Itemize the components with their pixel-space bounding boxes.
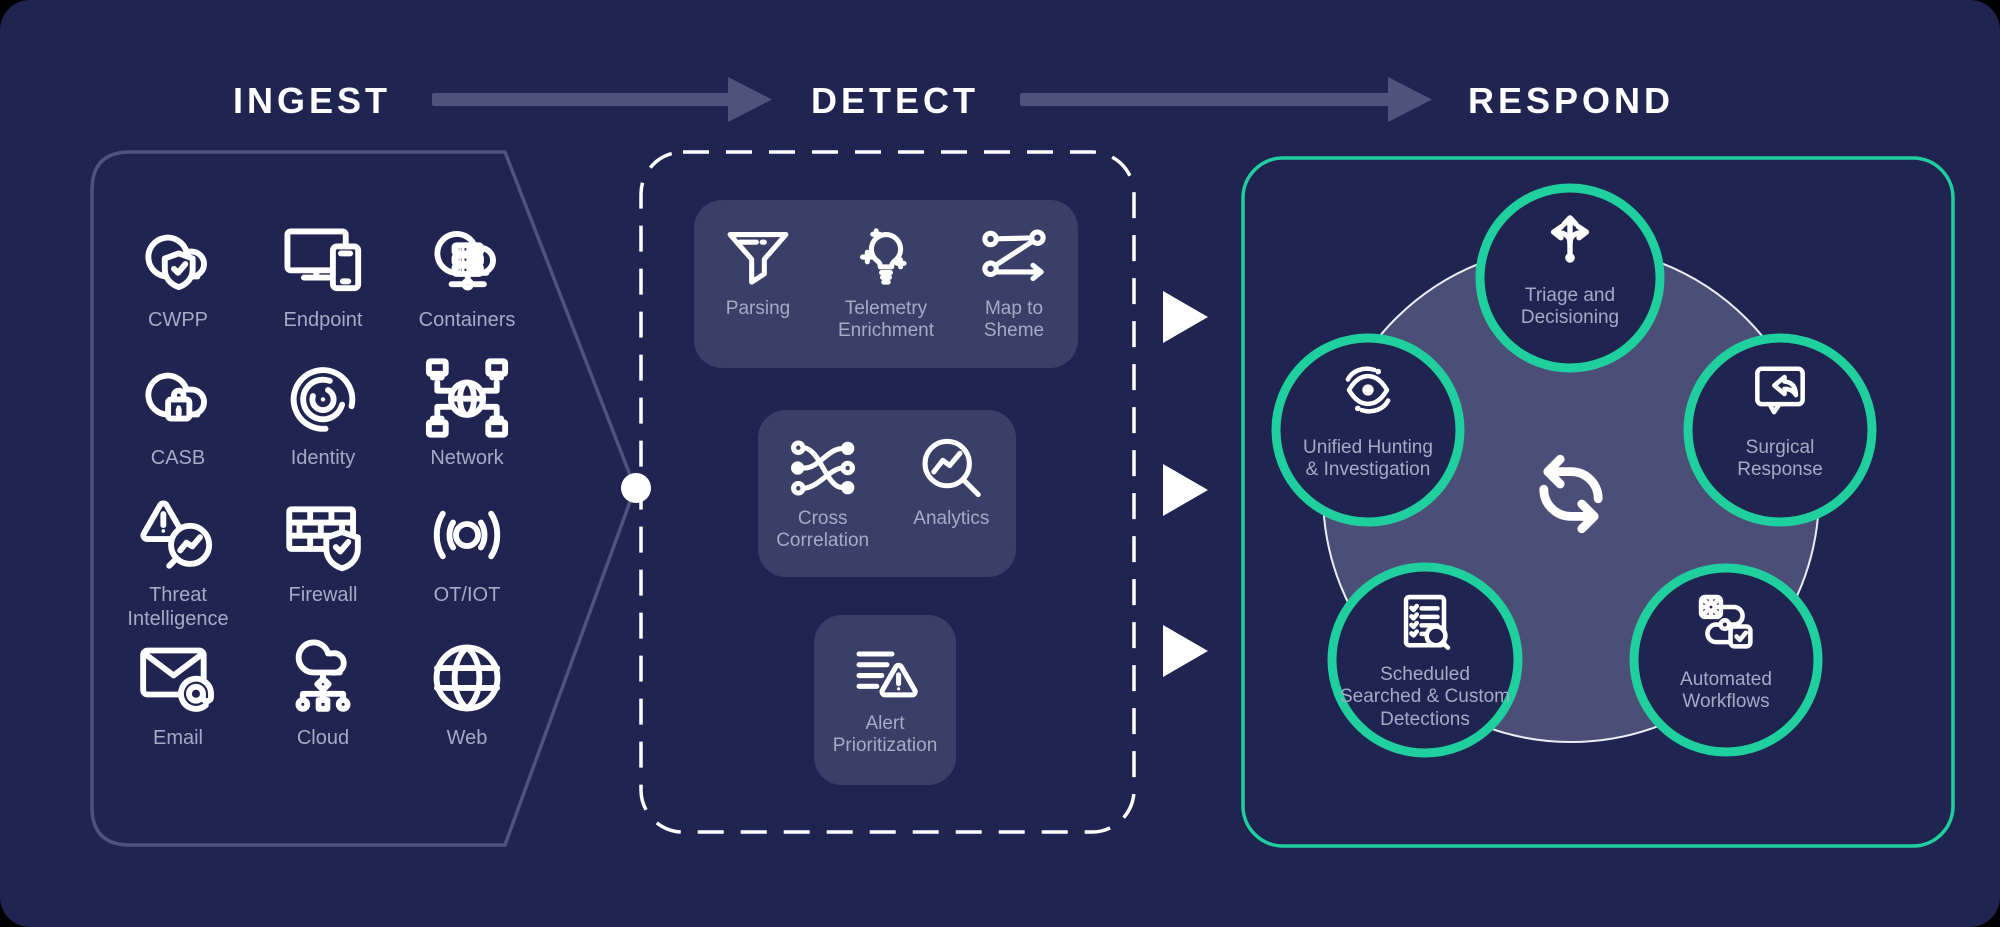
detect-item-cross-correlation: Cross Correlation: [759, 430, 887, 553]
respond-node-scheduled: Scheduled Searched & Custom Detections: [1333, 588, 1517, 731]
flow-connector-dot: [621, 473, 651, 503]
sync-icon: [1523, 446, 1619, 542]
detect-item-label: Parsing: [725, 298, 791, 319]
stage-title-respond: RESPOND: [1467, 80, 1675, 121]
lightbulb-sparkle-icon: [848, 220, 924, 296]
stage-title-ingest: INGEST: [232, 80, 392, 121]
ingest-item-label: OT/IOT: [433, 584, 501, 606]
flow-triangles: [1163, 291, 1208, 677]
respond-node-label: Triage and Decisioning: [1520, 285, 1620, 329]
ingest-to-detect-arrow: [432, 77, 772, 122]
ingest-item-label: CASB: [150, 447, 206, 469]
alert-magnifier-icon: [134, 491, 222, 579]
ingest-item-endpoint: Endpoint: [251, 216, 395, 333]
detect-item-label: Cross Correlation: [776, 508, 870, 552]
detect-item-alert-prioritization: Alert Prioritization: [821, 635, 949, 758]
map-scheme-icon: [976, 220, 1052, 296]
respond-border: [1241, 156, 1955, 848]
list-alert-icon: [847, 635, 923, 711]
ingest-item-threat-intelligence: Threat Intelligence: [106, 491, 250, 631]
ingest-item-label: Network: [430, 447, 504, 469]
cloud-server-icon: [423, 216, 511, 304]
detect-item-label: Map to Sheme: [983, 298, 1045, 342]
envelope-at-icon: [134, 634, 222, 722]
ingest-funnel-outline: [90, 150, 637, 847]
respond-node-automated: Automated Workflows: [1634, 588, 1818, 714]
ingest-item-label: Cloud: [296, 727, 350, 749]
respond-node-ring-automated: [1629, 563, 1823, 757]
detect-item-label: Telemetry Enrichment: [837, 298, 935, 342]
globe-network-icon: [423, 354, 511, 442]
detect-item-label: Analytics: [913, 508, 990, 529]
respond-node-hunting: Unified Hunting & Investigation: [1276, 356, 1460, 482]
brick-wall-shield-icon: [279, 491, 367, 579]
ingest-item-label: Firewall: [288, 584, 358, 606]
cloud-shield-icon: [134, 216, 222, 304]
flow-triangle-bottom: [1163, 625, 1208, 677]
respond-node-label: Scheduled Searched & Custom Detections: [1339, 664, 1511, 730]
ingest-item-label: Endpoint: [283, 309, 363, 331]
checklist-magnifier-icon: [1391, 588, 1459, 656]
ingest-item-web: Web: [395, 634, 539, 751]
respond-node-ring-hunting: [1271, 333, 1465, 527]
reply-bubble-icon: [1746, 356, 1814, 424]
detect-box-alerting: Alert Prioritization: [814, 615, 956, 785]
detect-box-ingest-processing: Parsing Telemetry Enrichment Map to Shem…: [694, 200, 1078, 368]
ingest-item-containers: Containers: [395, 216, 539, 333]
ingest-item-label: Web: [446, 727, 488, 749]
flow-triangle-top: [1163, 291, 1208, 343]
respond-node-surgical: Surgical Response: [1688, 356, 1872, 482]
branch-arrows-icon: [1536, 204, 1604, 272]
ingest-item-label: CWPP: [148, 309, 208, 331]
magnifier-chart-icon: [913, 430, 989, 506]
detect-item-telemetry-enrichment: Telemetry Enrichment: [822, 220, 950, 343]
ingest-item-ot-iot: OT/IOT: [395, 491, 539, 608]
ingest-item-identity: Identity: [251, 354, 395, 471]
detect-item-map-to-scheme: Map to Sheme: [950, 220, 1078, 343]
signal-icon: [423, 491, 511, 579]
ingest-item-network: Network: [395, 354, 539, 471]
ingest-item-label: Containers: [418, 309, 516, 331]
ingest-item-email: Email: [106, 634, 250, 751]
ingest-item-label: Email: [152, 727, 203, 749]
respond-node-label: Unified Hunting & Investigation: [1303, 437, 1433, 481]
ingest-item-cloud: Cloud: [251, 634, 395, 751]
respond-node-ring-triage: [1475, 183, 1665, 373]
respond-node-label: Surgical Response: [1737, 437, 1823, 481]
detect-to-respond-arrow: [1020, 77, 1432, 122]
respond-node-ring-scheduled: [1327, 562, 1523, 758]
ingest-item-label: Threat Intelligence: [127, 584, 229, 630]
detect-box-correlation: Cross Correlation Analytics: [758, 410, 1016, 577]
stage-title-detect: DETECT: [811, 80, 979, 121]
globe-icon: [423, 634, 511, 722]
respond-node-triage: Triage and Decisioning: [1478, 204, 1662, 330]
detect-item-analytics: Analytics: [887, 430, 1015, 530]
respond-node-ring-surgical: [1683, 333, 1877, 527]
ingest-item-label: Identity: [290, 447, 356, 469]
cloud-nodes-icon: [279, 634, 367, 722]
monitor-phone-icon: [279, 216, 367, 304]
workflow-icon: [1692, 588, 1760, 656]
cloud-lock-icon: [134, 354, 222, 442]
detect-item-label: Alert Prioritization: [832, 713, 938, 757]
fingerprint-icon: [279, 354, 367, 442]
cross-correlation-icon: [785, 430, 861, 506]
funnel-icon: [720, 220, 796, 296]
ingest-item-firewall: Firewall: [251, 491, 395, 608]
ingest-item-casb: CASB: [106, 354, 250, 471]
respond-node-label: Automated Workflows: [1680, 669, 1772, 713]
detect-item-parsing: Parsing: [694, 220, 822, 320]
ingest-item-cwpp: CWPP: [106, 216, 250, 333]
flow-triangle-middle: [1163, 464, 1208, 516]
eye-orbit-icon: [1334, 356, 1402, 424]
